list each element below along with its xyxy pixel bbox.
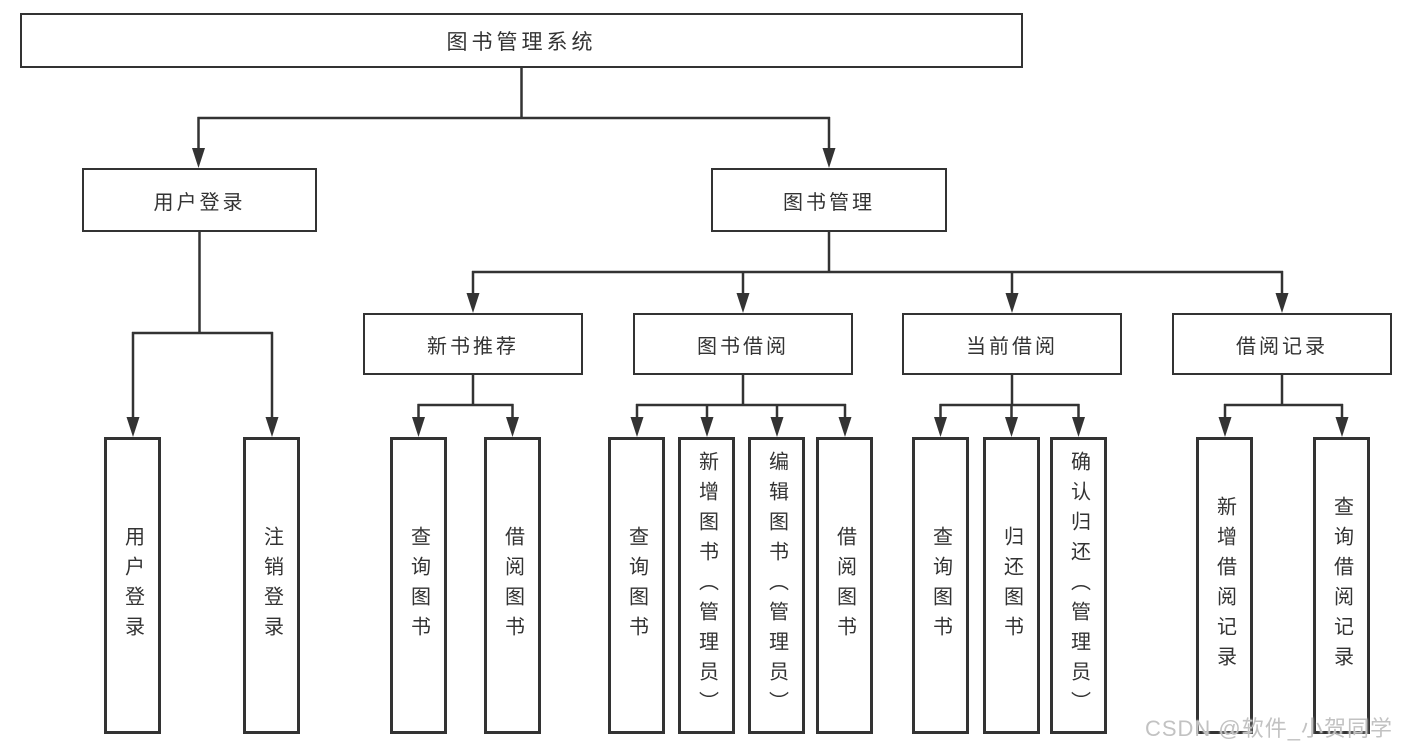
node-label: 用户登录: [153, 191, 246, 214]
leaf-user-login: 用户登录: [104, 437, 161, 734]
leaf-bb-edit-books-admin: 编辑图书（管理员）: [748, 437, 805, 734]
node-label: 图书管理系统: [446, 30, 597, 54]
csdn-watermark: CSDN @软件_小贺同学: [1144, 716, 1393, 741]
node-new-book-recommendation: 新书推荐: [363, 313, 583, 375]
node-library-management-system: 图书管理系统: [20, 13, 1023, 68]
leaf-label: 查询图书: [929, 525, 952, 646]
leaf-label: 注销登录: [260, 525, 283, 646]
leaf-label: 查询图书: [407, 525, 430, 646]
leaf-bb-query-books: 查询图书: [608, 437, 665, 734]
leaf-label: 编辑图书（管理员）: [765, 450, 788, 721]
node-label: 借阅记录: [1236, 335, 1328, 358]
leaf-label: 查询图书: [625, 525, 648, 646]
leaf-nbr-query-books: 查询图书: [390, 437, 447, 734]
node-label: 图书管理: [783, 191, 875, 214]
leaf-label: 确认归还（管理员）: [1067, 450, 1090, 721]
node-user-login: 用户登录: [82, 168, 317, 232]
leaf-label: 借阅图书: [833, 525, 856, 646]
leaf-label: 查询借阅记录: [1330, 495, 1353, 676]
leaf-nbr-borrow-books: 借阅图书: [484, 437, 541, 734]
leaf-br-add-record: 新增借阅记录: [1196, 437, 1253, 734]
node-current-borrowing: 当前借阅: [902, 313, 1122, 375]
leaf-label: 新增借阅记录: [1213, 495, 1236, 676]
leaf-br-query-record: 查询借阅记录: [1313, 437, 1370, 734]
leaf-cb-return-books: 归还图书: [983, 437, 1040, 734]
node-label: 图书借阅: [697, 335, 789, 358]
leaf-cb-confirm-return-admin: 确认归还（管理员）: [1050, 437, 1107, 734]
leaf-label: 归还图书: [1000, 525, 1023, 646]
leaf-cb-query-books: 查询图书: [912, 437, 969, 734]
node-label: 新书推荐: [427, 335, 519, 358]
node-borrowing-records: 借阅记录: [1172, 313, 1392, 375]
leaf-label: 借阅图书: [501, 525, 524, 646]
node-label: 当前借阅: [966, 335, 1058, 358]
leaf-bb-add-books-admin: 新增图书（管理员）: [678, 437, 735, 734]
leaf-bb-borrow-books: 借阅图书: [816, 437, 873, 734]
node-book-management: 图书管理: [711, 168, 947, 232]
leaf-label: 新增图书（管理员）: [695, 450, 718, 721]
leaf-label: 用户登录: [121, 525, 144, 646]
node-book-borrowing: 图书借阅: [633, 313, 853, 375]
leaf-logout: 注销登录: [243, 437, 300, 734]
